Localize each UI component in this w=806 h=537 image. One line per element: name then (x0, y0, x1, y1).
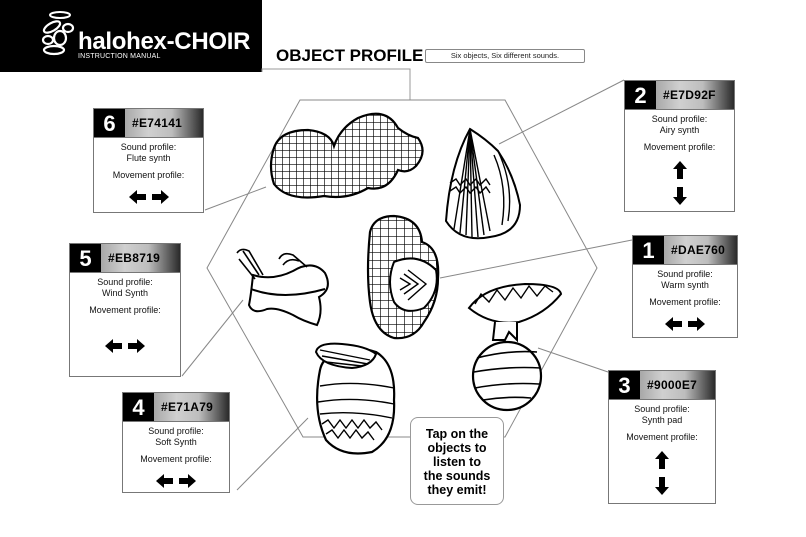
tap-hint-bubble: Tap on the objects to listen to the soun… (410, 417, 504, 505)
object-card-6[interactable]: 6 #E74141 Sound profile: Flute synth Mov… (93, 108, 204, 213)
halo-stones-logo-icon (41, 11, 75, 56)
card-number: 5 (70, 244, 101, 272)
object-3-ball[interactable] (465, 280, 565, 412)
sound-profile-value: Soft Synth (155, 437, 197, 447)
sound-profile-label: Sound profile: (657, 269, 713, 279)
card-number: 4 (123, 393, 154, 421)
movement-profile-label: Movement profile: (643, 142, 716, 152)
sound-profile-label: Sound profile: (634, 404, 690, 414)
left-right-arrows-icon (70, 338, 180, 354)
object-card-5[interactable]: 5 #EB8719 Sound profile: Wind Synth Move… (69, 243, 181, 377)
object-4-jar[interactable] (312, 340, 404, 458)
card-color-code: #9000E7 (640, 371, 715, 399)
sound-profile-label: Sound profile: (148, 426, 204, 436)
brand-name: halohex-CHOIR (78, 28, 251, 55)
movement-profile-label: Movement profile: (140, 454, 212, 464)
object-6-blob[interactable] (268, 108, 430, 208)
object-card-1[interactable]: 1 #DAE760 Sound profile: Warm synth Move… (632, 235, 738, 338)
card-color-code: #E71A79 (154, 393, 229, 421)
card-number: 6 (94, 109, 125, 137)
movement-profile-label: Movement profile: (89, 305, 161, 315)
card-color-code: #E7D92F (656, 81, 734, 109)
card-number: 1 (633, 236, 664, 264)
object-card-3[interactable]: 3 #9000E7 Sound profile: Synth pad Movem… (608, 370, 716, 504)
sound-profile-value: Warm synth (661, 280, 709, 290)
movement-profile-label: Movement profile: (649, 297, 721, 307)
sound-profile-value: Synth pad (641, 415, 683, 425)
movement-profile-label: Movement profile: (626, 432, 698, 442)
object-card-2[interactable]: 2 #E7D92F Sound profile: Airy synth Move… (624, 80, 735, 212)
header-banner: halohex-CHOIR INSTRUCTION MANUAL (0, 0, 262, 72)
card-color-code: #E74141 (125, 109, 203, 137)
left-right-arrows-icon (94, 189, 203, 205)
card-number: 3 (609, 371, 640, 399)
sound-profile-label: Sound profile: (651, 114, 708, 124)
sound-profile-value: Airy synth (659, 125, 700, 135)
up-down-arrows-icon (609, 451, 715, 495)
object-1-pod[interactable] (364, 212, 444, 342)
card-color-code: #EB8719 (101, 244, 180, 272)
card-color-code: #DAE760 (664, 236, 737, 264)
hexagon-outline (206, 99, 598, 438)
page-title: OBJECT PROFILE (276, 46, 424, 65)
sound-profile-label: Sound profile: (97, 277, 153, 287)
sound-profile-value: Wind Synth (101, 288, 149, 298)
movement-profile-label: Movement profile: (112, 170, 185, 180)
object-2-cone[interactable] (440, 125, 525, 245)
subtitle-pill: Six objects, Six different sounds. (425, 49, 585, 63)
left-right-arrows-icon (633, 316, 737, 332)
object-5-basket[interactable] (233, 245, 333, 327)
left-right-arrows-icon (123, 473, 229, 489)
card-number: 2 (625, 81, 656, 109)
sound-profile-value: Flute synth (126, 153, 171, 163)
sound-profile-label: Sound profile: (120, 142, 177, 152)
brand-subtitle: INSTRUCTION MANUAL (78, 53, 161, 60)
object-card-4[interactable]: 4 #E71A79 Sound profile: Soft Synth Move… (122, 392, 230, 493)
up-down-arrows-icon (625, 161, 734, 205)
